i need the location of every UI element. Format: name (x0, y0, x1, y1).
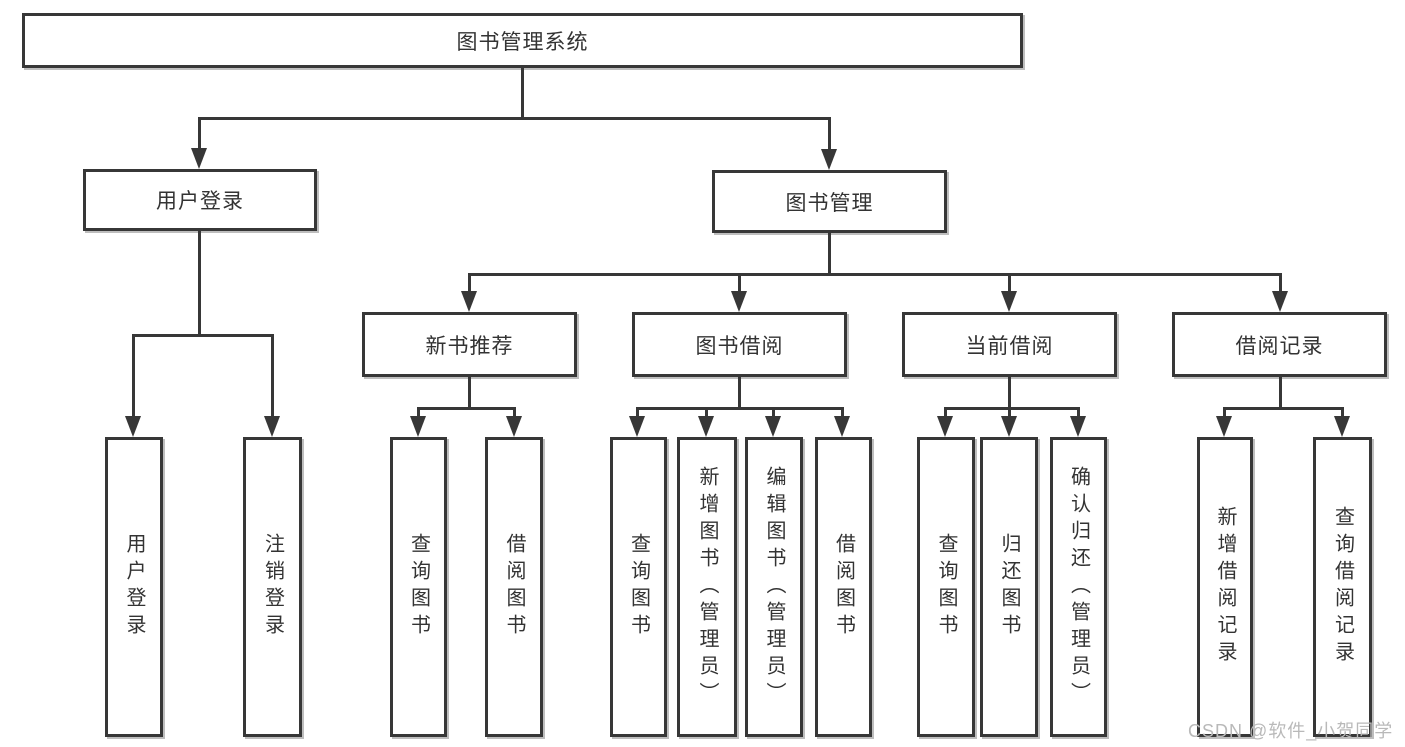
connector-login-child2-drop (271, 334, 274, 416)
leaf-records-query-record: 查询借阅记录 (1313, 437, 1372, 737)
connector-current-children-hline (944, 407, 1080, 410)
arrowhead-rec-child2 (506, 416, 522, 437)
connector-records-child1-drop (1223, 407, 1226, 417)
leaf-borrow-edit-books-admin: 编辑图书（管理员） (745, 437, 803, 737)
leaf-current-confirm-return-admin: 确认归还（管理员） (1050, 437, 1107, 737)
leaf-current-confirm-return-admin-label: 确认归还（管理员） (1067, 465, 1090, 709)
node-book-borrow-label: 图书借阅 (695, 334, 784, 358)
arrowhead-records-child2 (1334, 416, 1350, 437)
node-user-login: 用户登录 (83, 169, 317, 231)
arrowhead-borrow-child4 (834, 416, 850, 437)
connector-root-stub (521, 68, 524, 118)
node-root: 图书管理系统 (22, 13, 1023, 68)
connector-rec-child1-drop (417, 407, 420, 417)
leaf-logout: 注销登录 (243, 437, 302, 737)
node-current-borrow: 当前借阅 (902, 312, 1117, 377)
leaf-records-add-record-label: 新增借阅记录 (1214, 506, 1236, 668)
leaf-current-query-books: 查询图书 (917, 437, 975, 737)
leaf-records-query-record-label: 查询借阅记录 (1331, 506, 1354, 668)
node-new-book-recommend-label: 新书推荐 (425, 334, 514, 358)
arrowhead-current-child3 (1070, 416, 1086, 437)
connector-login-children-hline (133, 334, 274, 337)
leaf-borrow-edit-books-admin-label: 编辑图书（管理员） (763, 465, 785, 709)
connector-borrow-stub (738, 377, 741, 407)
node-book-borrow: 图书借阅 (632, 312, 847, 377)
node-borrow-records-label: 借阅记录 (1235, 334, 1324, 358)
arrowhead-rec-child1 (410, 416, 426, 437)
leaf-current-return-books: 归还图书 (980, 437, 1038, 737)
connector-borrow-child2-drop (705, 407, 708, 417)
arrowhead-login-child1 (125, 416, 141, 437)
arrowhead-borrow-child3 (765, 416, 781, 437)
leaf-current-query-books-label: 查询图书 (935, 533, 957, 641)
connector-borrow-child3-drop (772, 407, 775, 417)
connector-rec-stub (468, 377, 471, 407)
leaf-rec-borrow-books-label: 借阅图书 (503, 533, 525, 641)
connector-borrow-child1-drop (636, 407, 639, 417)
arrowhead-borrow-child1 (629, 416, 645, 437)
connector-rec-children-hline (417, 407, 516, 410)
connector-login-child1-drop (132, 334, 135, 416)
connector-current-child2-drop (1008, 407, 1011, 417)
leaf-rec-query-books: 查询图书 (390, 437, 447, 737)
arrowhead-login (191, 148, 207, 169)
arrowhead-current (1001, 291, 1017, 312)
node-new-book-recommend: 新书推荐 (362, 312, 577, 377)
leaf-borrow-add-books-admin-label: 新增图书（管理员） (696, 465, 718, 709)
connector-rec-child2-drop (513, 407, 516, 417)
node-book-management: 图书管理 (712, 170, 947, 233)
connector-l2-hline (198, 117, 831, 120)
leaf-borrow-borrow-books: 借阅图书 (815, 437, 872, 737)
connector-login-stub (198, 231, 201, 335)
connector-records-children-hline (1223, 407, 1344, 410)
node-borrow-records: 借阅记录 (1172, 312, 1387, 377)
leaf-rec-borrow-books: 借阅图书 (485, 437, 543, 737)
leaf-borrow-query-books: 查询图书 (610, 437, 667, 737)
node-book-management-label: 图书管理 (785, 191, 874, 215)
connector-borrow-drop (738, 273, 741, 291)
connector-manage-drop (828, 117, 831, 149)
node-current-borrow-label: 当前借阅 (965, 334, 1054, 358)
arrowhead-manage (821, 149, 837, 170)
leaf-borrow-query-books-label: 查询图书 (627, 533, 650, 641)
leaf-user-login: 用户登录 (105, 437, 163, 737)
leaf-records-add-record: 新增借阅记录 (1197, 437, 1253, 737)
arrowhead-current-child1 (937, 416, 953, 437)
node-root-label: 图书管理系统 (456, 30, 589, 54)
connector-current-drop (1008, 273, 1011, 291)
arrowhead-records (1272, 291, 1288, 312)
leaf-rec-query-books-label: 查询图书 (407, 533, 430, 641)
connector-borrow-child4-drop (841, 407, 844, 417)
leaf-current-return-books-label: 归还图书 (998, 533, 1020, 641)
connector-borrow-children-hline (636, 407, 844, 410)
connector-current-child1-drop (944, 407, 947, 417)
connector-manage-stub (828, 233, 831, 273)
csdn-watermark: CSDN @软件_小贺同学 (1188, 721, 1394, 741)
connector-rec-drop (468, 273, 471, 291)
connector-current-stub (1008, 377, 1011, 407)
leaf-borrow-add-books-admin: 新增图书（管理员） (677, 437, 737, 737)
arrowhead-borrow-child2 (698, 416, 714, 437)
leaf-borrow-borrow-books-label: 借阅图书 (832, 533, 855, 641)
connector-records-drop (1279, 273, 1282, 291)
arrowhead-rec (461, 291, 477, 312)
connector-current-child3-drop (1077, 407, 1080, 417)
connector-records-child2-drop (1341, 407, 1344, 417)
arrowhead-records-child1 (1216, 416, 1232, 437)
leaf-logout-label: 注销登录 (261, 533, 284, 641)
connector-l3-hline (468, 273, 1282, 276)
connector-records-stub (1279, 377, 1282, 407)
node-user-login-label: 用户登录 (156, 190, 244, 213)
arrowhead-current-child2 (1001, 416, 1017, 437)
leaf-user-login-label: 用户登录 (123, 533, 145, 641)
connector-login-drop (198, 117, 201, 148)
arrowhead-borrow (731, 291, 747, 312)
arrowhead-login-child2 (264, 416, 280, 437)
